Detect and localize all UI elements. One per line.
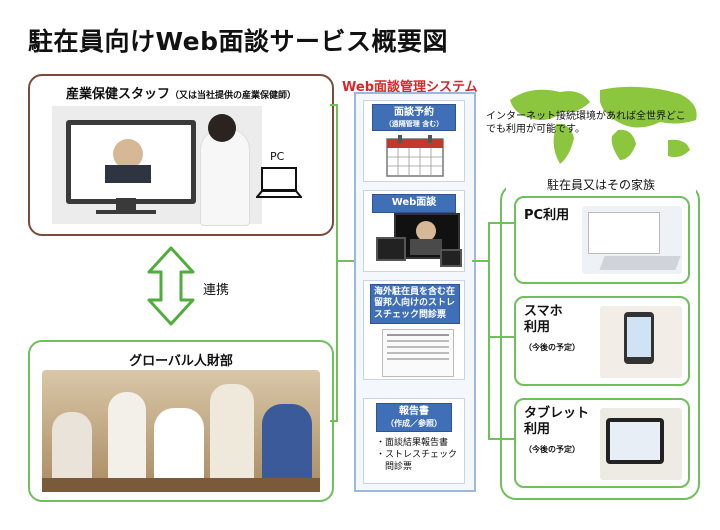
report-items: ・面談結果報告書 ・ストレスチェック 問診票: [376, 437, 457, 473]
staff-panel: 産業保健スタッフ（又は当社提供の産業保健師） PC: [28, 74, 334, 236]
report-card: 報告書 （作成／参照） ・面談結果報告書 ・ストレスチェック 問診票: [363, 398, 465, 484]
tablet-photo-icon: [600, 408, 682, 480]
pc-label: PC: [270, 150, 285, 163]
questionnaire-icon: [382, 329, 454, 377]
staff-photo: [52, 106, 262, 226]
staff-label: 産業保健スタッフ（又は当社提供の産業保健師）: [65, 87, 297, 102]
web-meeting-card: Web面談: [363, 190, 465, 272]
laptop-icon: [256, 167, 302, 198]
report-item: 問診票: [376, 462, 413, 473]
smartphone-note: （今後の予定）: [524, 343, 580, 352]
report-item: ・面談結果報告書: [376, 438, 449, 448]
hr-label: グローバル人財部: [129, 354, 233, 369]
calendar-icon: [386, 135, 444, 177]
world-map-icon: [510, 86, 697, 164]
tablet-use-card: タブレット 利用 （今後の予定）: [514, 398, 690, 488]
reservation-tag: 面談予約 （遠隔管理 含む）: [372, 104, 456, 132]
reservation-card: 面談予約 （遠隔管理 含む）: [363, 100, 465, 182]
web-meeting-tag: Web面談: [372, 194, 456, 213]
world-note: インターネット接続環境があれば全世界どこでも利用が可能です。: [486, 111, 686, 135]
stress-check-card: 海外駐在員を含む在留邦人向けのストレスチェック問診票: [363, 280, 465, 380]
stress-check-tag: 海外駐在員を含む在留邦人向けのストレスチェック問診票: [370, 284, 460, 324]
link-arrow-icon: [147, 246, 195, 326]
tablet-label: タブレット 利用: [524, 406, 590, 438]
report-item: ・ストレスチェック: [376, 450, 458, 461]
family-title: 駐在員又はその家族: [506, 176, 696, 193]
monitor-icon: [66, 120, 196, 204]
link-label: 連携: [203, 283, 230, 298]
tablet-note: （今後の予定）: [524, 445, 580, 454]
report-tag: 報告書 （作成／参照）: [376, 403, 452, 432]
smartphone-label: スマホ 利用: [524, 304, 563, 336]
smartphone-photo-icon: [600, 306, 682, 378]
meeting-photo: [42, 370, 320, 492]
hr-panel: グローバル人財部: [28, 340, 334, 502]
system-column: 面談予約 （遠隔管理 含む） Web面談 海外駐在員を含む在留邦人向けのストレス…: [354, 92, 476, 492]
laptop-photo-icon: [582, 206, 682, 274]
smartphone-use-card: スマホ 利用 （今後の予定）: [514, 296, 690, 386]
pc-use-label: PC利用: [524, 208, 570, 223]
nurse-figure: [200, 128, 250, 226]
system-title: Web面談管理システム: [342, 80, 478, 95]
pc-use-card: PC利用: [514, 196, 690, 284]
page-title: 駐在員向けWeb面談サービス概要図: [28, 27, 449, 56]
